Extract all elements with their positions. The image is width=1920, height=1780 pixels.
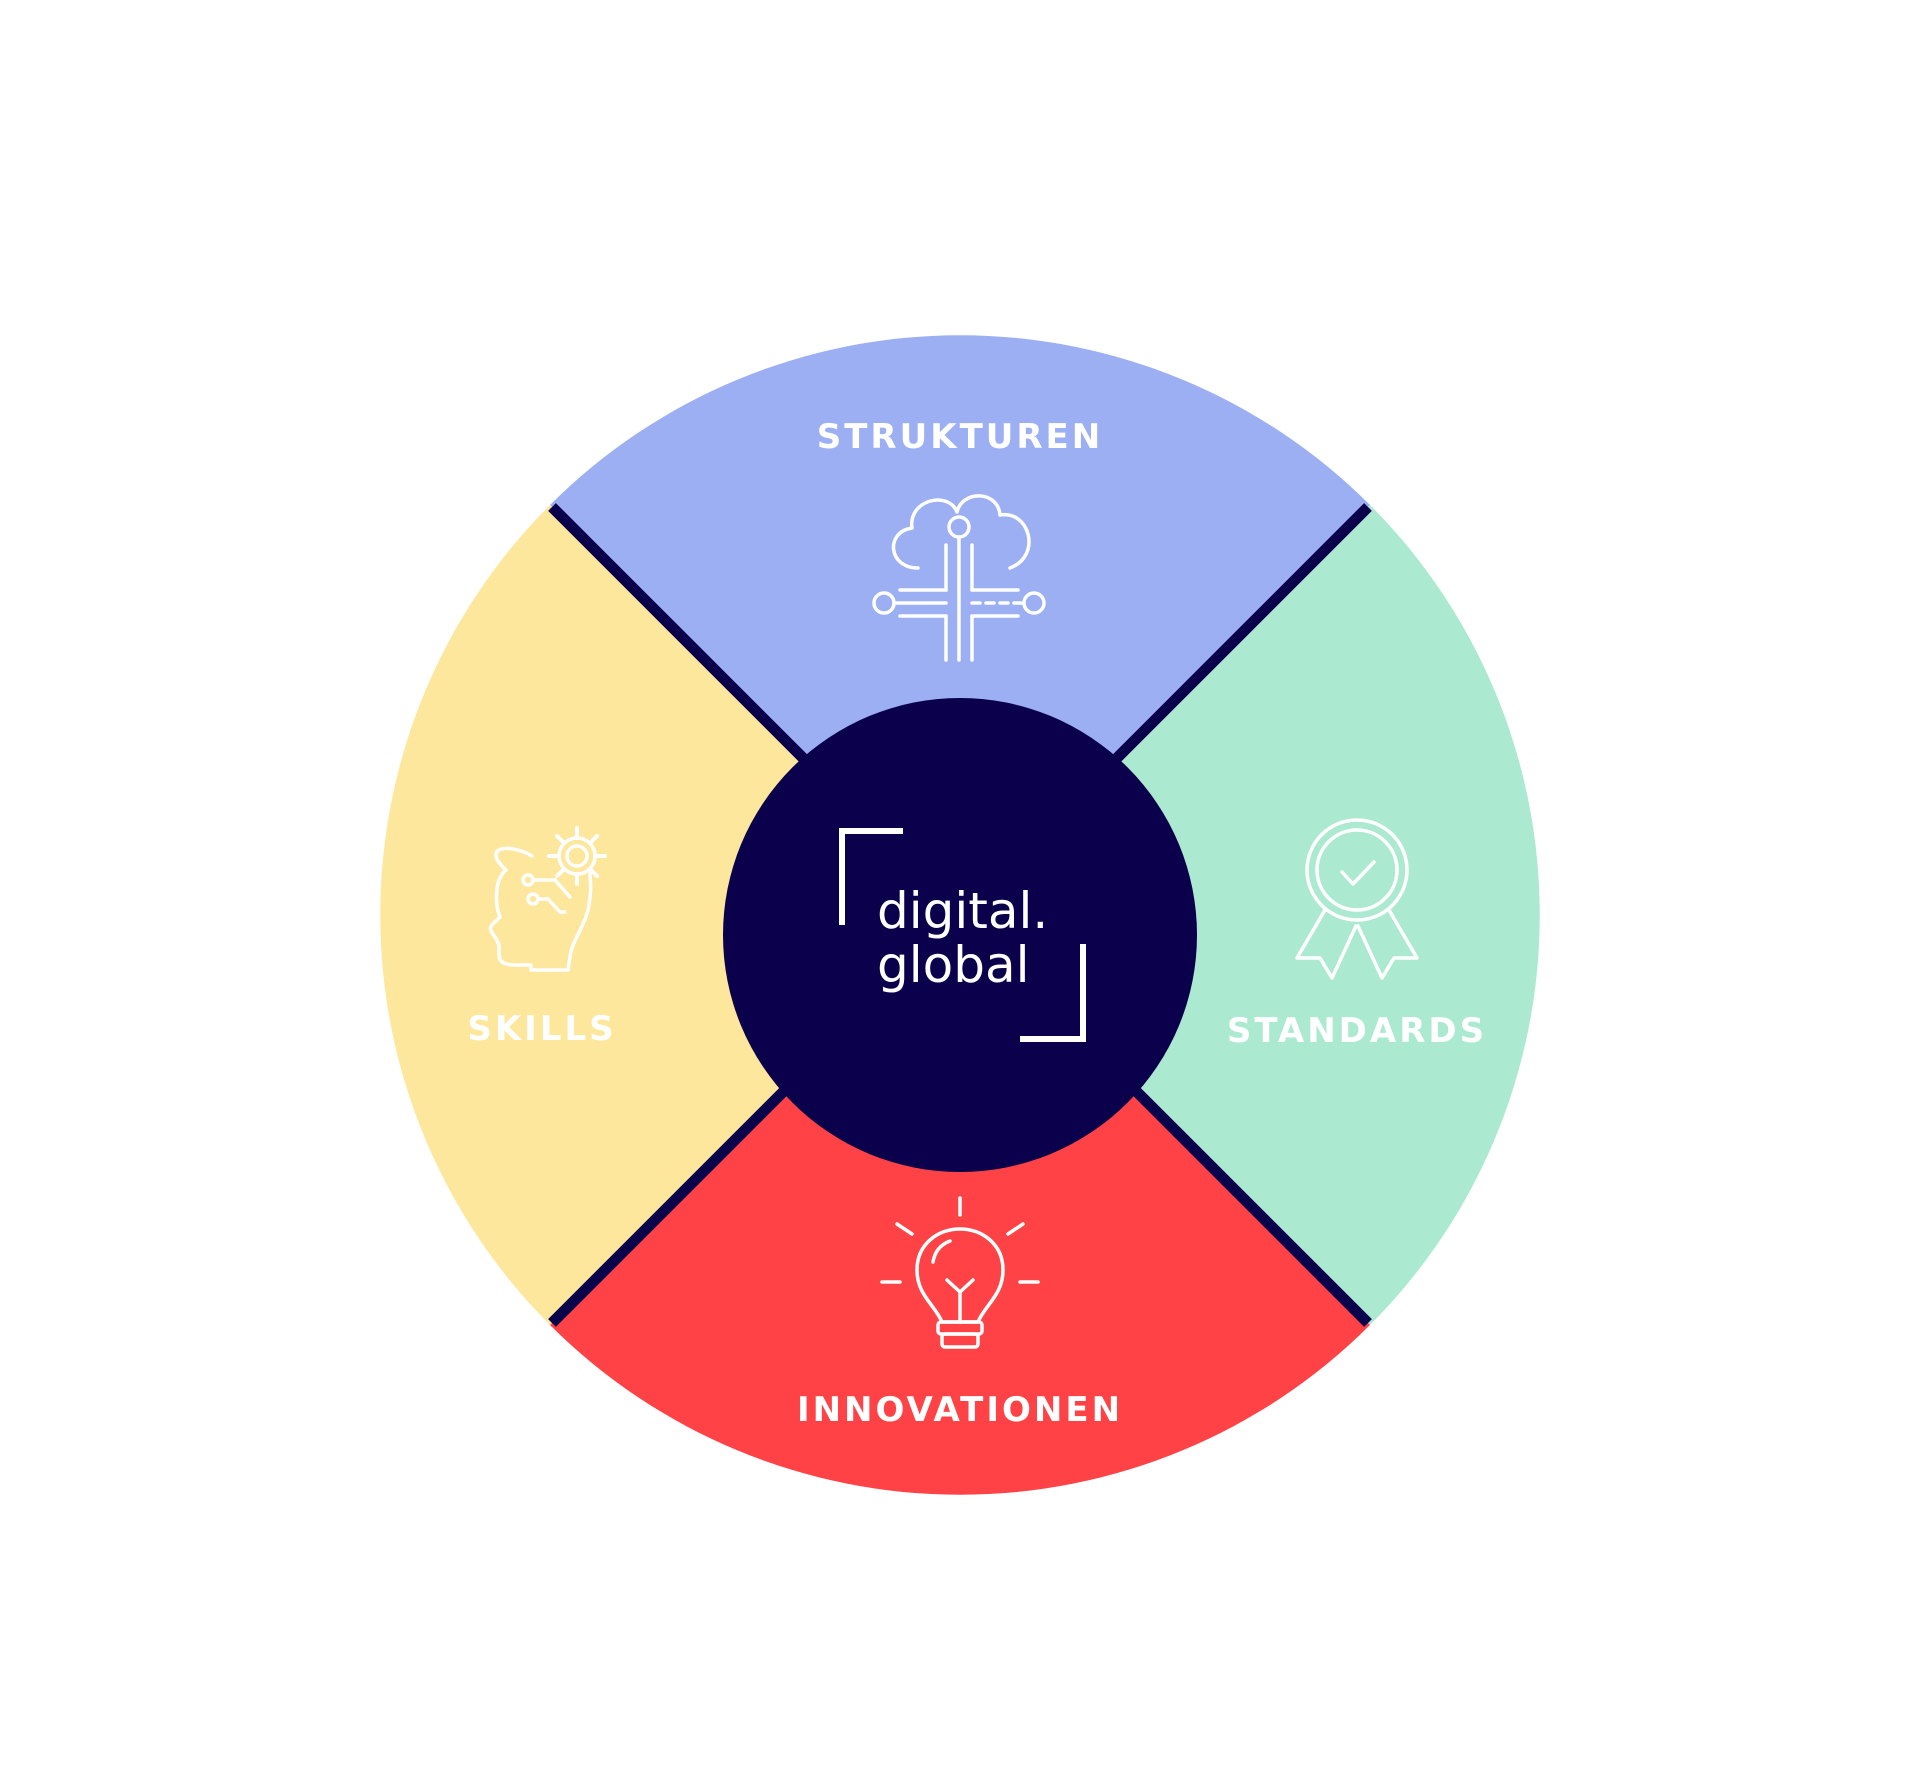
logo-line-2: global xyxy=(877,936,1030,994)
award-badge-icon xyxy=(1295,818,1419,980)
label-innovationen: INNOVATIONEN xyxy=(797,1390,1123,1430)
label-skills: SKILLS xyxy=(467,1009,616,1049)
label-strukturen: STRUKTUREN xyxy=(817,417,1103,457)
cloud-network-icon xyxy=(872,494,1046,662)
segment-skills xyxy=(380,505,961,1325)
center-circle xyxy=(723,698,1197,1172)
logo-line-1: digital. xyxy=(877,882,1048,940)
logo-bracket-bottom-right xyxy=(1020,944,1086,1042)
head-gear-icon xyxy=(488,826,607,972)
logo-bracket-top-left xyxy=(839,828,903,925)
segment-standards xyxy=(960,505,1540,1325)
lightbulb-icon xyxy=(880,1196,1040,1349)
logo: digital. global xyxy=(839,828,1086,1042)
label-standards: STANDARDS xyxy=(1227,1011,1487,1051)
